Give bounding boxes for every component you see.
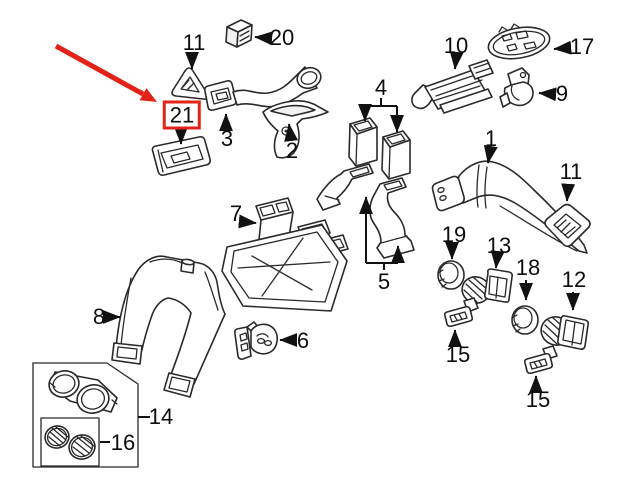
part-10-drawing — [411, 59, 494, 114]
part-20-drawing — [225, 19, 253, 48]
callout-20: 20 — [269, 25, 295, 50]
callout-3: 3 — [220, 126, 234, 151]
callout-11-upper: 11 — [182, 30, 206, 55]
part-15-right-drawing — [523, 352, 554, 375]
part-4-left-drawing — [348, 117, 378, 167]
leader-arrows — [100, 31, 580, 443]
callout-18: 18 — [515, 255, 541, 280]
callout-17: 17 — [569, 34, 595, 59]
callout-10: 10 — [443, 33, 469, 58]
callout-5: 5 — [377, 269, 391, 294]
callout-15-left: 15 — [445, 342, 471, 367]
callout-2: 2 — [285, 138, 299, 163]
callout-14: 14 — [148, 404, 174, 429]
callout-13: 13 — [486, 233, 512, 258]
callout-21-highlighted: 21 — [162, 100, 202, 130]
callout-8: 8 — [92, 304, 106, 329]
callout-6: 6 — [296, 328, 310, 353]
part-21-drawing — [151, 136, 211, 176]
part-14-drawing — [48, 370, 118, 414]
callout-11-lower: 11 — [559, 159, 583, 184]
part-14-group-box — [32, 362, 139, 468]
part-5-right-drawing — [369, 177, 415, 259]
callout-4: 4 — [374, 75, 388, 100]
part-17-drawing — [487, 23, 551, 60]
part-6-drawing — [233, 321, 278, 360]
callout-16: 16 — [110, 430, 136, 455]
part-16-group-box — [40, 417, 100, 467]
part-9-drawing — [499, 67, 534, 108]
part-18-drawing — [511, 305, 539, 335]
red-pointer-arrow — [54, 43, 157, 102]
upper-duct-drawing — [232, 66, 322, 108]
callout-19: 19 — [441, 222, 467, 247]
part-5-left-drawing — [316, 163, 374, 211]
part-8-drawing — [111, 255, 226, 398]
part-19-drawing — [437, 260, 465, 290]
callout-7: 7 — [229, 201, 243, 226]
part-11-lower-drawing — [544, 203, 591, 248]
part-16-drawing — [44, 425, 96, 460]
part-13-drawing — [461, 268, 513, 313]
callout-1: 1 — [484, 126, 498, 151]
part-12-drawing — [540, 315, 589, 360]
part-11-upper-drawing — [171, 67, 209, 100]
callout-15-right: 15 — [525, 387, 551, 412]
part-4-right-drawing — [381, 130, 411, 180]
callout-9: 9 — [555, 81, 569, 106]
part-15-left-drawing — [443, 305, 474, 328]
callout-12: 12 — [561, 267, 587, 292]
part-3-drawing — [204, 80, 237, 111]
part-7-drawing — [221, 197, 349, 312]
